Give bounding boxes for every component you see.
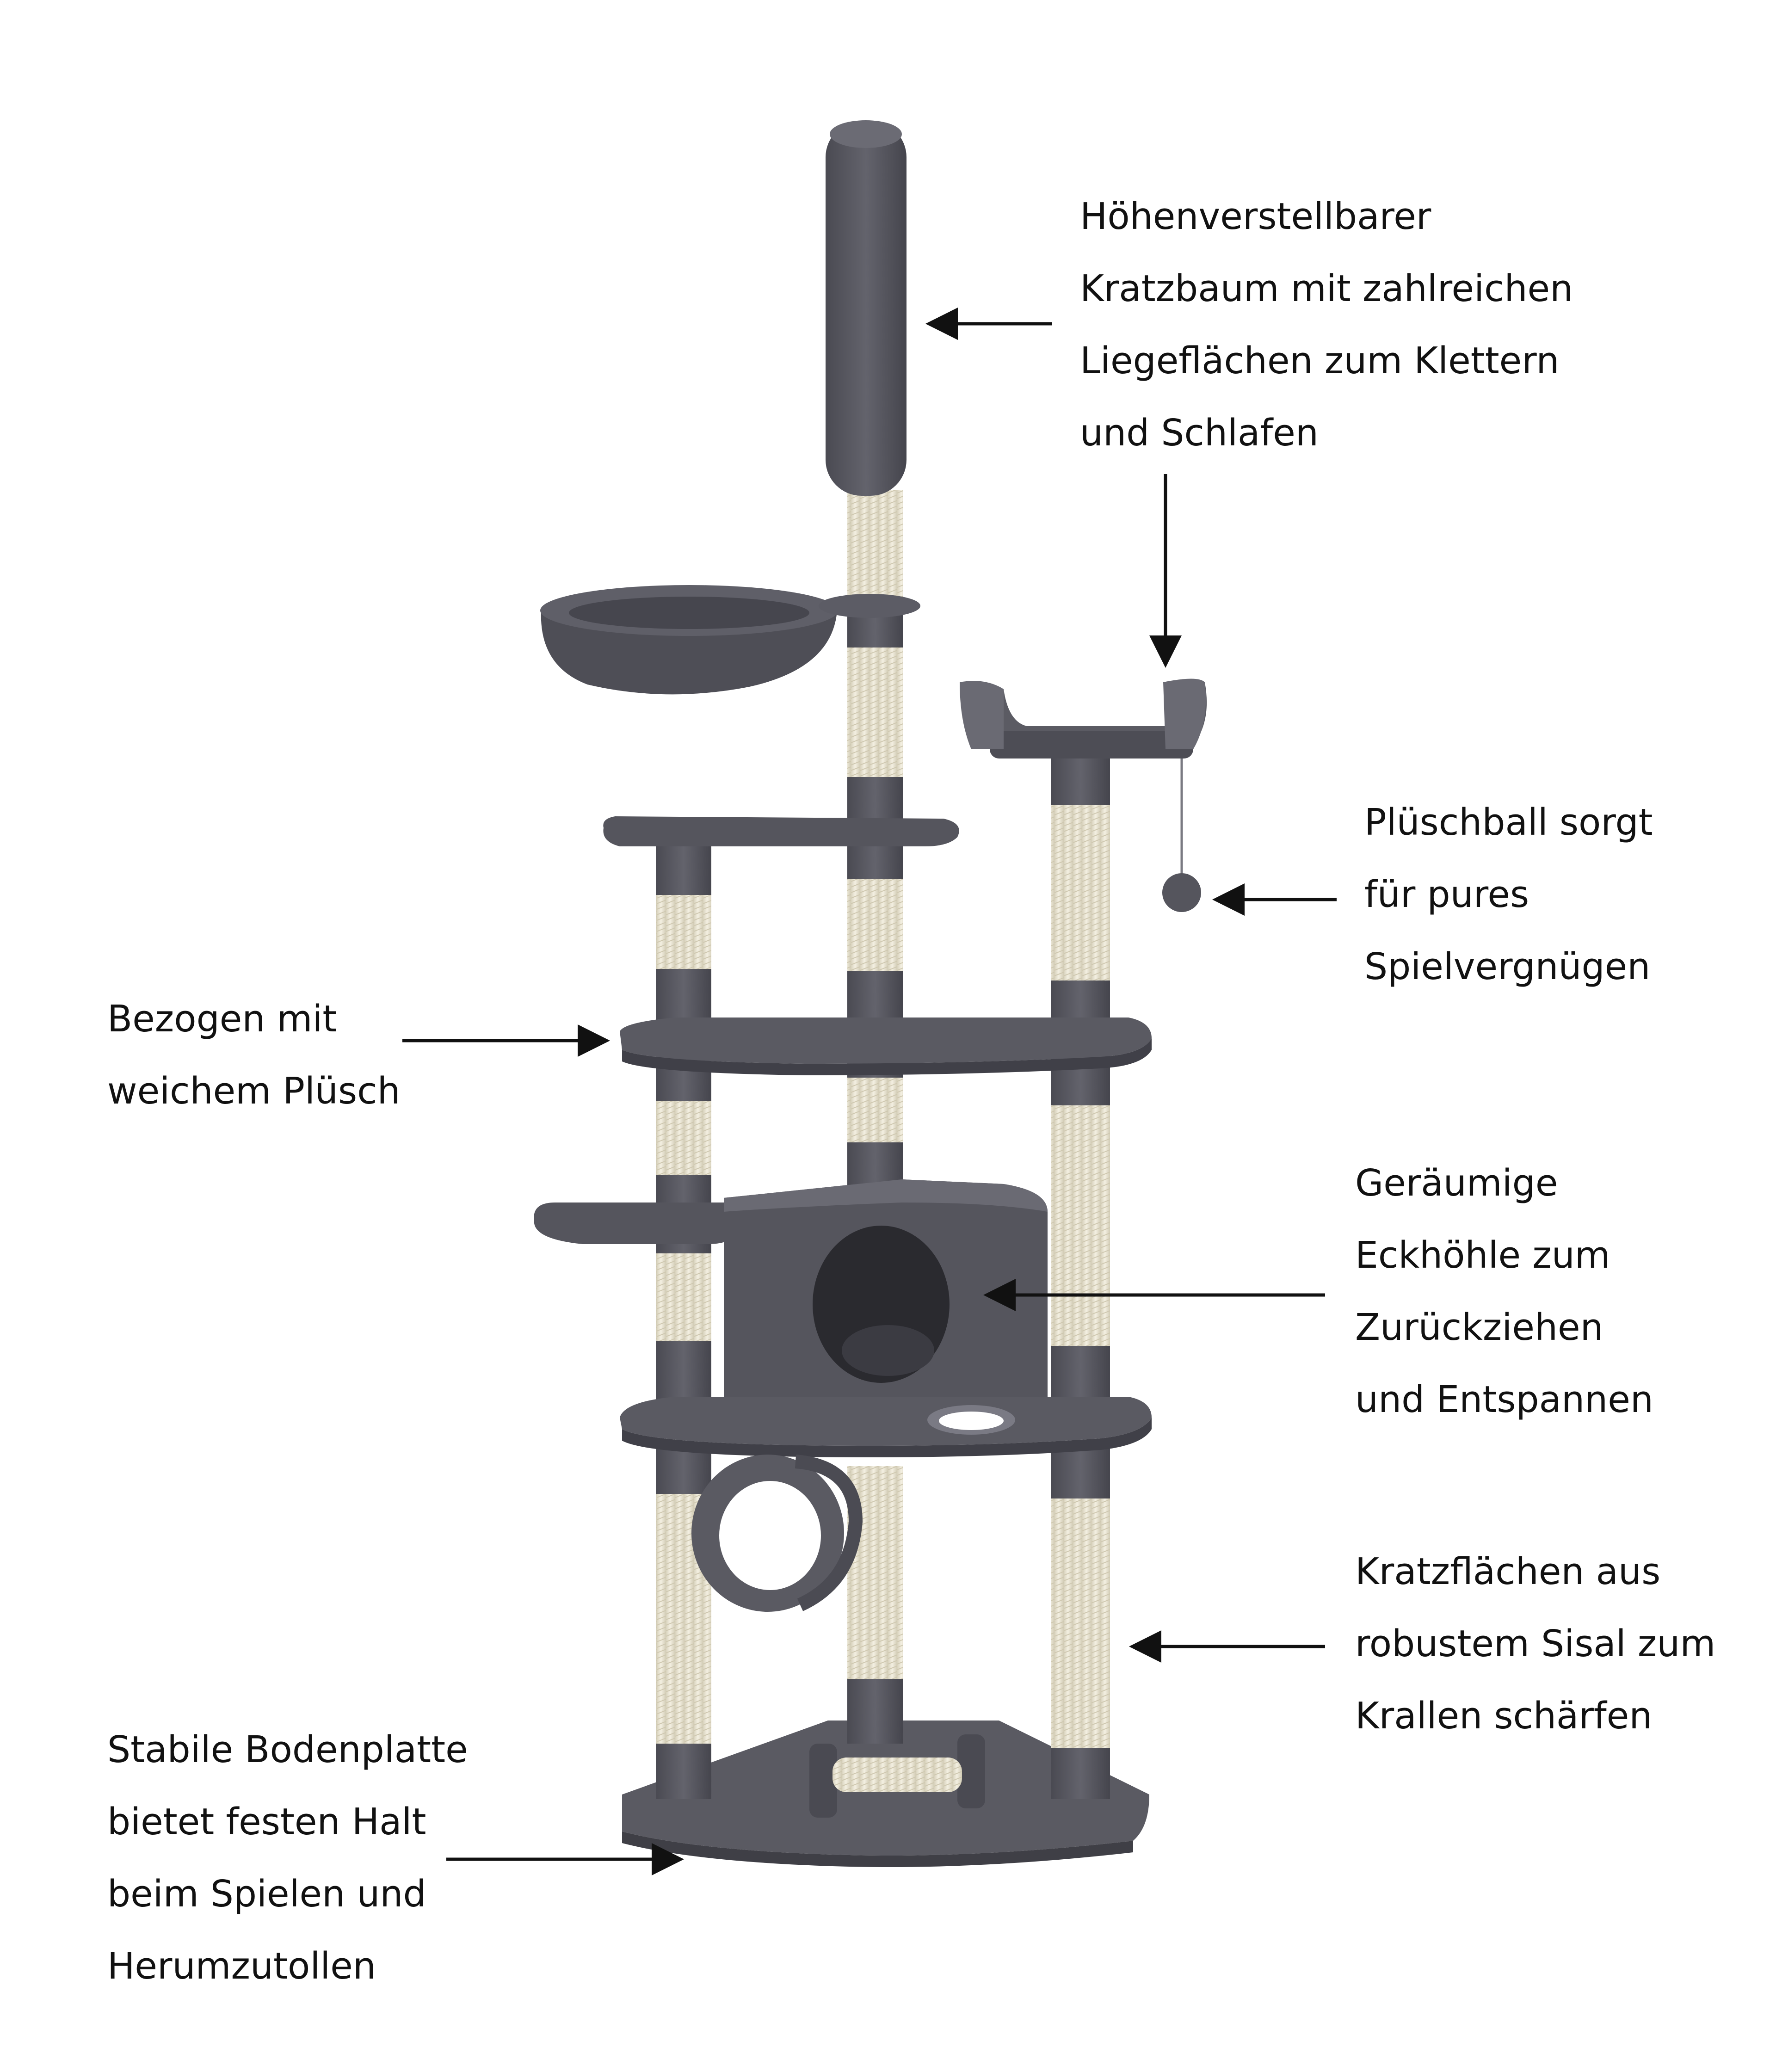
round-bed	[540, 585, 920, 695]
plush-ball	[1162, 758, 1201, 912]
annotation-line: beim Spielen und	[107, 1873, 426, 1915]
annotation-line: Bezogen mit	[107, 998, 337, 1040]
annotation-line: Krallen schärfen	[1355, 1695, 1653, 1737]
annotation-base: Stabile Bodenplatte bietet festen Halt b…	[107, 1714, 468, 2002]
annotation-line: Liegeflächen zum Klettern	[1080, 339, 1560, 382]
annotation-plush: Bezogen mit weichem Plüsch	[107, 983, 401, 1127]
annotation-line: Herumzutollen	[107, 1945, 376, 1987]
annotation-line: Stabile Bodenplatte	[107, 1728, 468, 1771]
annotation-line: bietet festen Halt	[107, 1801, 426, 1843]
tunnel	[691, 1455, 863, 1612]
right-lounge	[960, 678, 1207, 758]
annotation-arrows	[402, 308, 1337, 1875]
annotation-adjustable: Höhenverstellbarer Kratzbaum mit zahlrei…	[1080, 180, 1573, 469]
annotation-line: Plüschball sorgt	[1364, 801, 1653, 844]
annotation-line: weichem Plüsch	[107, 1070, 401, 1112]
post-left	[656, 846, 711, 1799]
annotation-line: und Entspannen	[1355, 1378, 1653, 1421]
annotation-ball: Plüschball sorgt für pures Spielvergnüge…	[1364, 786, 1653, 1003]
post-right	[1051, 754, 1110, 1799]
annotation-line: Eckhöhle zum	[1355, 1234, 1610, 1276]
platform-lower	[620, 1397, 1152, 1457]
base-scratch-roller	[809, 1734, 985, 1818]
annotation-line: Kratzflächen aus	[1355, 1550, 1661, 1593]
side-shelf-left	[534, 1202, 749, 1244]
top-column	[826, 120, 906, 496]
annotation-line: für pures	[1364, 873, 1529, 916]
annotation-line: Kratzbaum mit zahlreichen	[1080, 267, 1573, 310]
annotation-line: Geräumige	[1355, 1162, 1558, 1204]
annotation-line: Spielvergnügen	[1364, 945, 1651, 988]
platform-upper	[603, 816, 959, 846]
annotation-line: und Schlafen	[1080, 412, 1319, 454]
annotation-sisal: Kratzflächen aus robustem Sisal zum Kral…	[1355, 1536, 1715, 1752]
annotation-line: Höhenverstellbarer	[1080, 195, 1431, 238]
annotation-line: Zurückziehen	[1355, 1306, 1603, 1349]
platform-middle	[620, 1018, 1152, 1075]
annotation-cave: Geräumige Eckhöhle zum Zurückziehen und …	[1355, 1147, 1653, 1436]
annotation-line: robustem Sisal zum	[1355, 1622, 1716, 1665]
corner-cave	[724, 1179, 1048, 1411]
